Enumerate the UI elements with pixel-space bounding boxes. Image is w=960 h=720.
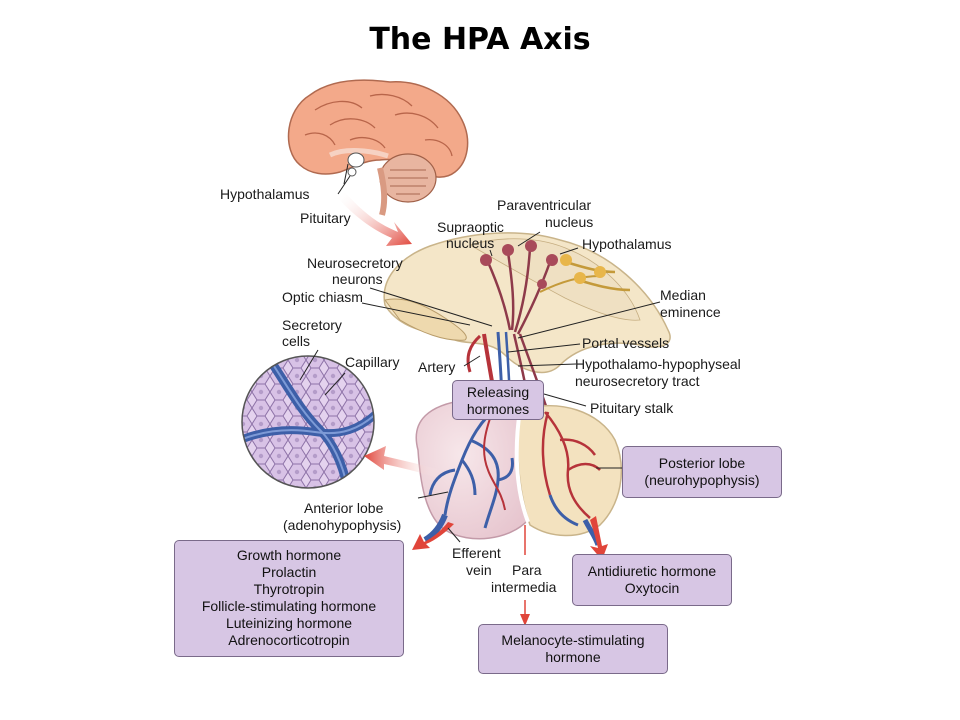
label-hypothalamus-detail: Hypothalamus (582, 236, 672, 252)
label-efferent-1: Efferent (452, 545, 501, 561)
releasing-hormones-box: Releasing hormones (452, 380, 544, 420)
hormone-oxytocin: Oxytocin (624, 580, 680, 596)
leader-lines (299, 231, 661, 543)
label-pituitary-stalk: Pituitary stalk (590, 400, 674, 416)
label-optic-chiasm: Optic chiasm (282, 289, 363, 305)
hormone-adh: Antidiuretic hormone (587, 563, 717, 579)
label-anterior-lobe-2: (adenohypophysis) (283, 517, 401, 533)
label-hh-tract-1: Hypothalamo-hypophyseal (575, 356, 741, 372)
label-supraoptic-1: Supraoptic (437, 219, 504, 235)
label-paraventricular-1: Paraventricular (497, 197, 591, 213)
posterior-line-1: Posterior lobe (658, 455, 746, 471)
brain-to-detail-arrow (338, 192, 412, 246)
msh-line-2: hormone (545, 649, 601, 665)
label-hh-tract-2: neurosecretory tract (575, 373, 700, 389)
label-secretory-1: Secretory (282, 317, 342, 333)
anterior-hormones-box: Growth hormone Prolactin Thyrotropin Fol… (174, 540, 404, 657)
hormone-growth: Growth hormone (236, 547, 342, 563)
diagram-title: The HPA Axis (369, 22, 591, 57)
label-neurosecretory-2: neurons (332, 271, 383, 287)
hormone-prolactin: Prolactin (261, 564, 317, 580)
hormone-acth: Adrenocorticotropin (228, 632, 350, 648)
label-anterior-lobe-1: Anterior lobe (304, 500, 384, 516)
label-hypothalamus-brain: Hypothalamus (220, 186, 310, 202)
msh-line-1: Melanocyte-stimulating (501, 632, 645, 648)
label-artery: Artery (418, 359, 455, 375)
label-portal-vessels: Portal vessels (582, 335, 669, 351)
posterior-hormones-box: Antidiuretic hormone Oxytocin (572, 554, 732, 606)
posterior-lobe-box: Posterior lobe (neurohypophysis) (622, 446, 782, 498)
releasing-line-1: Releasing (466, 384, 530, 400)
to-anterior-hormones-arrow (412, 522, 454, 550)
label-secretory-2: cells (282, 333, 310, 349)
label-capillary: Capillary (345, 354, 399, 370)
to-posterior-hormones-arrow (590, 516, 608, 560)
label-paraventricular-2: nucleus (545, 214, 593, 230)
label-supraoptic-2: nucleus (446, 235, 494, 251)
releasing-line-2: hormones (466, 401, 530, 417)
label-efferent-2: vein (466, 562, 492, 578)
label-neurosecretory-1: Neurosecretory (307, 255, 403, 271)
posterior-line-2: (neurohypophysis) (644, 472, 760, 488)
hormone-lh: Luteinizing hormone (225, 615, 353, 631)
msh-box: Melanocyte-stimulating hormone (478, 624, 668, 674)
secretory-cells-magnified (241, 355, 375, 489)
label-pituitary: Pituitary (300, 210, 351, 226)
to-secretory-cells-arrow (364, 446, 440, 478)
label-intermedia: intermedia (491, 579, 557, 595)
neurosecretory-neurons (480, 240, 631, 335)
brain-illustration (287, 79, 469, 216)
pituitary-gland (415, 398, 623, 546)
hormone-fsh: Follicle-stimulating hormone (201, 598, 377, 614)
hormone-thyrotropin: Thyrotropin (253, 581, 325, 597)
label-para: Para (512, 562, 542, 578)
label-median-2: eminence (660, 304, 721, 320)
label-median-1: Median (660, 287, 706, 303)
